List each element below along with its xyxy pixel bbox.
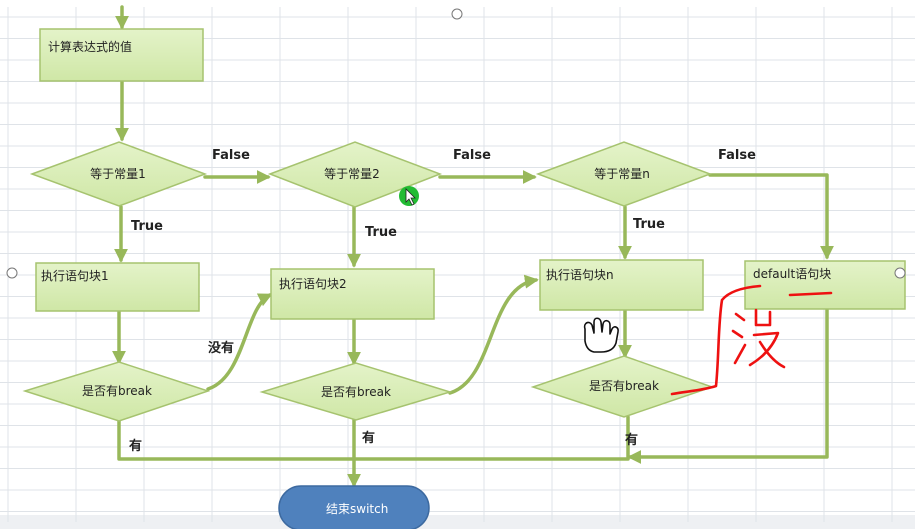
end-label: 结束switch <box>326 502 388 516</box>
decision-break1 <box>22 361 211 422</box>
arrow-break2-no-to-execn <box>448 274 539 395</box>
default-label: default语句块 <box>753 267 831 281</box>
annotation-stroke-underline <box>788 291 833 297</box>
selection-handle-right[interactable] <box>894 267 906 279</box>
process-exec1 <box>35 262 200 312</box>
calc-label: 计算表达式的值 <box>48 39 132 54</box>
terminator-end <box>278 485 430 529</box>
annotation-stroke-char-dot2 <box>731 329 744 339</box>
cond2-label: 等于常量2 <box>324 167 380 181</box>
has-break-label-2: 有 <box>362 430 375 446</box>
false-label-1: False <box>212 148 250 163</box>
decision-cond1 <box>29 141 208 207</box>
false-label-3: False <box>718 148 756 163</box>
true-label-2: True <box>365 225 397 240</box>
arrow-default-to-bus <box>627 307 829 464</box>
arrow-condn-to-default <box>708 173 834 260</box>
break2-label: 是否有break <box>321 385 391 399</box>
selection-handle-top[interactable] <box>451 8 463 20</box>
process-calc <box>39 28 204 82</box>
handwritten-char: 没 <box>728 324 774 378</box>
annotation-stroke-char-dot1 <box>734 312 746 322</box>
annotation-stroke-char-dot3 <box>733 343 747 365</box>
annotation-stroke-char-bottom <box>748 331 786 369</box>
hand-cursor-icon <box>583 317 619 353</box>
no-break-label: 没有 <box>208 340 234 356</box>
break1-label: 是否有break <box>82 384 152 398</box>
exec2-label: 执行语句块2 <box>279 277 347 291</box>
execn-label: 执行语句块n <box>546 268 614 282</box>
exec1-label: 执行语句块1 <box>41 269 109 283</box>
bottom-strip <box>0 515 915 529</box>
arrow-break1-no-to-exec2 <box>206 293 273 391</box>
true-label-n: True <box>633 217 665 232</box>
decision-break2 <box>259 362 453 421</box>
has-break-label-n: 有 <box>625 432 638 448</box>
selection-handle-left[interactable] <box>6 267 18 279</box>
pointer-arrow-icon <box>399 186 419 206</box>
condn-label: 等于常量n <box>594 167 650 181</box>
cond1-label: 等于常量1 <box>90 167 146 181</box>
process-default <box>744 260 906 310</box>
annotation-stroke-char-top <box>754 308 772 327</box>
false-label-2: False <box>453 148 491 163</box>
decision-cond2 <box>267 141 443 208</box>
decision-condn <box>535 141 713 207</box>
has-break-label-1: 有 <box>129 438 142 454</box>
line-break1-yes <box>117 415 630 461</box>
breakn-label: 是否有break <box>589 379 659 393</box>
handwritten-annotation <box>670 284 833 396</box>
true-label-1: True <box>131 219 163 234</box>
process-exec2 <box>270 268 435 320</box>
process-execn <box>539 259 704 311</box>
annotation-stroke-bracket <box>670 284 762 396</box>
